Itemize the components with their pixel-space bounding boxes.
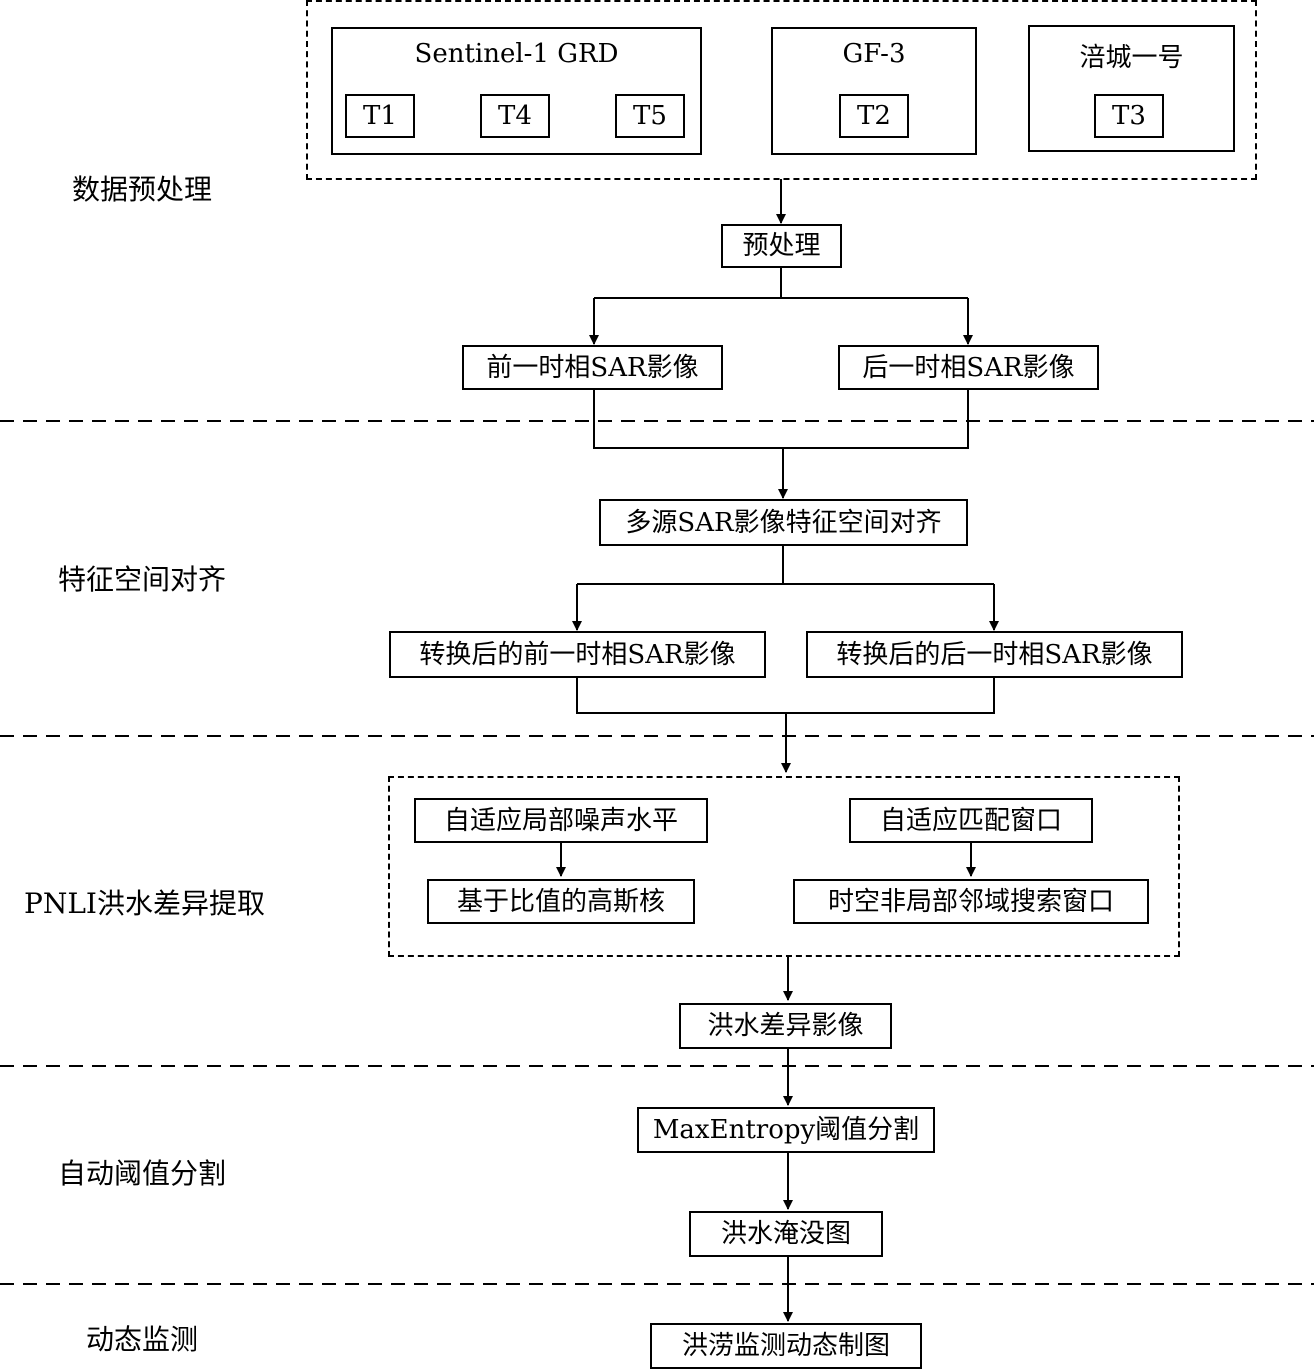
pre-sar-box: 前一时相SAR影像 <box>462 345 723 390</box>
source-item: T2 <box>839 94 909 138</box>
source-title: Sentinel-1 GRD <box>414 39 619 69</box>
source-item: T5 <box>615 94 685 138</box>
source-title: GF-3 <box>842 39 906 69</box>
source-item: T3 <box>1094 94 1164 138</box>
stage-label-preprocessing: 数据预处理 <box>72 173 213 206</box>
connector-converted-merge <box>576 677 995 714</box>
data-source-group <box>306 0 1257 180</box>
dynamic-mapping-box: 洪涝监测动态制图 <box>650 1323 922 1369</box>
ratio-kernel-box: 基于比值的高斯核 <box>427 879 695 924</box>
align-box: 多源SAR影像特征空间对齐 <box>599 499 968 546</box>
stage-label-feature-alignment: 特征空间对齐 <box>58 563 227 596</box>
noise-level-box: 自适应局部噪声水平 <box>414 798 708 843</box>
source-title: 涪城一号 <box>1079 43 1184 73</box>
stage-label-threshold: 自动阈值分割 <box>58 1157 227 1190</box>
source-item: T4 <box>480 94 550 138</box>
post-converted-box: 转换后的后一时相SAR影像 <box>806 631 1183 678</box>
connector-sar-merge <box>593 389 969 449</box>
inundation-box: 洪水淹没图 <box>689 1211 883 1257</box>
search-window-box: 时空非局部邻域搜索窗口 <box>793 879 1149 924</box>
diff-image-box: 洪水差异影像 <box>679 1003 892 1049</box>
connector-preprocess-split <box>594 267 968 299</box>
preprocess-box: 预处理 <box>721 224 842 268</box>
match-window-box: 自适应匹配窗口 <box>849 798 1093 843</box>
post-sar-box: 后一时相SAR影像 <box>838 345 1099 390</box>
pre-converted-box: 转换后的前一时相SAR影像 <box>389 631 766 678</box>
stage-label-dynamic-monitoring: 动态监测 <box>86 1323 199 1356</box>
source-item: T1 <box>345 94 415 138</box>
connector-align-split <box>577 545 994 585</box>
stage-label-pnli-extraction: PNLI洪水差异提取 <box>24 887 265 920</box>
pnli-group <box>388 776 1180 957</box>
threshold-box: MaxEntropy阈值分割 <box>637 1107 935 1153</box>
